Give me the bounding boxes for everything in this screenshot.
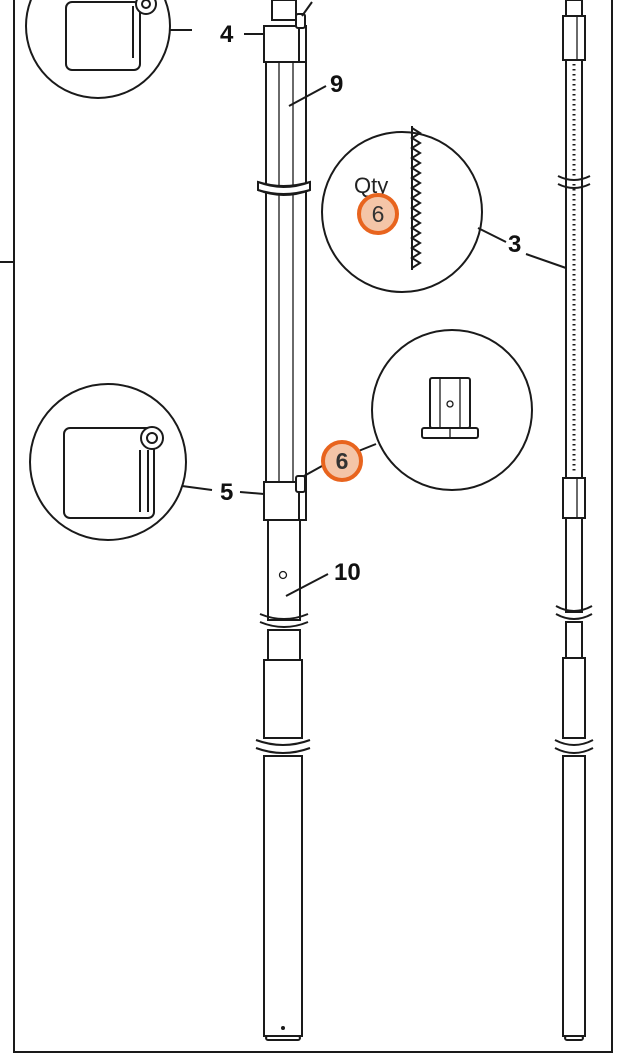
- callout-3: 3: [508, 231, 521, 258]
- callout-6: 6: [336, 448, 349, 474]
- grip-section: [263, 659, 303, 739]
- pin-6: [295, 475, 306, 493]
- callout-10: 10: [334, 559, 361, 586]
- detail-circle-pin-6: [355, 329, 533, 491]
- part-6-badge: 6: [321, 440, 363, 482]
- qty-badge: 6: [357, 193, 399, 235]
- top-connector: [271, 0, 297, 21]
- right-mid-connector: [562, 477, 586, 519]
- left-pole: [255, 0, 313, 1041]
- right-pole: [554, 0, 594, 1041]
- right-top-connector: [562, 15, 586, 61]
- upper-tube: [265, 55, 307, 483]
- detail-circle-rail: [321, 126, 567, 293]
- detail-circle-bracket-4: [25, 0, 192, 99]
- callout-5: 5: [220, 479, 233, 506]
- tube-hole: [278, 570, 288, 580]
- page-border: [13, 0, 613, 1053]
- detail-circle-bracket-5: [29, 383, 265, 541]
- callout-9: 9: [330, 71, 343, 98]
- callout-4: 4: [220, 21, 234, 48]
- lower-tube: [267, 519, 301, 621]
- qty-count: 6: [372, 201, 385, 227]
